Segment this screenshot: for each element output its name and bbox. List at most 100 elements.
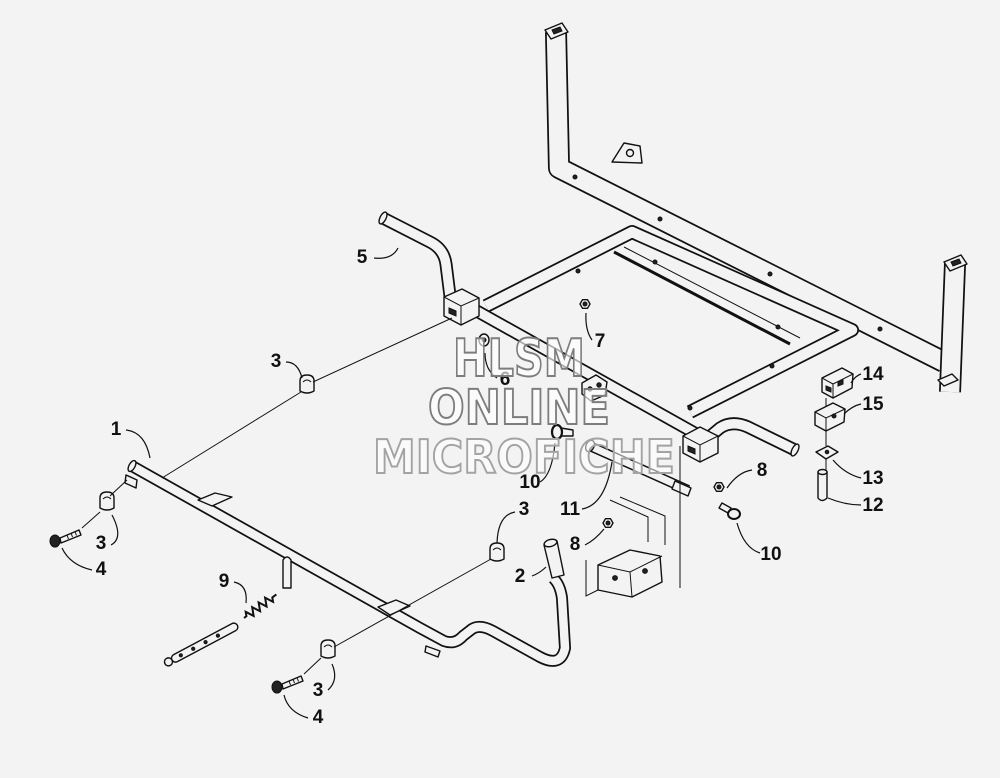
- rod-1-fin: [377, 599, 411, 616]
- linkage-hole: [215, 633, 221, 638]
- part-15-hole: [831, 413, 837, 419]
- rod-1-lower-tab: [424, 645, 441, 658]
- part-14-slot: [837, 379, 844, 387]
- callout-8: 8: [757, 460, 768, 481]
- part-12-pin-top: [817, 468, 828, 476]
- rack-hole: [657, 216, 663, 222]
- callout-4: 4: [313, 707, 324, 728]
- part-10-bolt-upper: [550, 423, 574, 441]
- mechanism-hole: [642, 568, 648, 574]
- mount-bracket-hole: [596, 382, 602, 388]
- clamp-3-groove: [102, 496, 112, 500]
- mount-bracket: [581, 374, 608, 402]
- leader-line-8: [726, 469, 753, 489]
- leader-line-8: [584, 528, 605, 546]
- sub-frame: [486, 232, 852, 412]
- mechanism-line: [619, 496, 666, 545]
- part-15-edges: [814, 408, 846, 431]
- callout-15: 15: [862, 394, 884, 415]
- leader-line-6: [484, 352, 498, 379]
- bolt-4-threads: [288, 677, 299, 686]
- linkage-hole: [191, 646, 196, 651]
- assembly-line: [161, 391, 302, 479]
- part-3-clamp: [489, 542, 505, 562]
- leader-line-12: [827, 497, 862, 506]
- sub-frame-hole: [775, 324, 781, 330]
- callout-10: 10: [760, 544, 781, 565]
- leader-line-7: [585, 312, 593, 341]
- sub-frame-hole: [769, 363, 775, 369]
- mechanism-line: [585, 560, 599, 597]
- parts-12-15-stack: [814, 367, 854, 502]
- leader-line-3: [285, 361, 303, 379]
- rod-1-end-cap: [127, 459, 137, 473]
- assembly-lines: [81, 317, 492, 675]
- callout-10: 10: [519, 472, 540, 493]
- assembly-line: [109, 479, 128, 497]
- callout-3: 3: [313, 680, 324, 701]
- part-14-edges: [821, 373, 854, 398]
- watermark-line-3: MICROFICHE: [373, 430, 675, 484]
- part-15-clamp-half: [814, 402, 846, 432]
- callouts: 1 2 3 3 3 3 4 4 5 6 7 8 8 9 10 10 11 12 …: [96, 247, 884, 728]
- part-1-rod: [124, 459, 565, 661]
- part-4-bolt: [271, 675, 304, 694]
- clamp-3-groove: [323, 644, 333, 648]
- callout-6: 6: [500, 369, 511, 390]
- nut-8-hole: [716, 484, 722, 490]
- watermark: HLSM ONLINE MICROFICHE: [372, 328, 676, 485]
- link-11-fitting: [671, 480, 692, 497]
- rod-5-clamp-right-slot: [687, 445, 696, 455]
- leader-line-4: [283, 694, 309, 719]
- leader-line-15: [843, 403, 862, 415]
- leader-line-10: [736, 522, 761, 554]
- leader-line-13: [832, 459, 862, 479]
- callout-9: 9: [219, 571, 230, 592]
- part-13-hole: [824, 449, 830, 455]
- part-12-pin: [817, 471, 828, 502]
- callout-7: 7: [595, 331, 606, 352]
- sub-frame-hole: [652, 259, 658, 265]
- leader-lines: [61, 247, 862, 719]
- clamp-3-groove: [302, 379, 312, 383]
- callout-14: 14: [862, 364, 884, 385]
- upper-rack-frame: [544, 23, 968, 392]
- part-5-rod: [377, 211, 800, 463]
- spring-9: [243, 593, 277, 619]
- nut-7-hole: [582, 301, 588, 307]
- callout-11: 11: [560, 499, 581, 520]
- part-4-bolt: [49, 529, 82, 548]
- rack-hole: [877, 326, 883, 332]
- rack-right-post-fill: [950, 264, 955, 392]
- leader-line-5: [373, 247, 399, 259]
- rack-tab-hole: [625, 148, 635, 158]
- leader-line-3: [110, 514, 119, 546]
- watermark-line-2: ONLINE: [428, 380, 610, 436]
- linkage-bar: [163, 622, 239, 667]
- linkage-hole: [203, 640, 208, 645]
- rod-5-right-end-cap: [790, 443, 800, 457]
- mechanism-line: [609, 499, 649, 542]
- leader-line-10: [539, 442, 556, 483]
- linkage-hole: [178, 653, 183, 658]
- bolt-6-center: [481, 337, 487, 343]
- sub-frame-hole: [575, 268, 581, 274]
- callout-5: 5: [357, 247, 368, 268]
- assembly-line: [303, 657, 322, 675]
- mount-bracket-body: [581, 374, 608, 402]
- nut-8-lower-hole: [605, 520, 611, 526]
- assembly-line: [333, 558, 492, 648]
- clamp-3-body: [320, 639, 336, 659]
- bolt-10-head: [550, 423, 564, 441]
- rack-post-foot: [937, 373, 959, 387]
- rack-left-post-opening: [551, 26, 563, 35]
- callout-3: 3: [96, 533, 107, 554]
- rack-hole: [767, 271, 773, 277]
- bolt-4-head: [49, 534, 61, 548]
- callout-3: 3: [519, 499, 530, 520]
- lower-mechanism: [585, 446, 681, 598]
- part-14-slot: [825, 385, 832, 393]
- clamp-3-body: [489, 542, 505, 562]
- leader-line-9: [233, 581, 247, 604]
